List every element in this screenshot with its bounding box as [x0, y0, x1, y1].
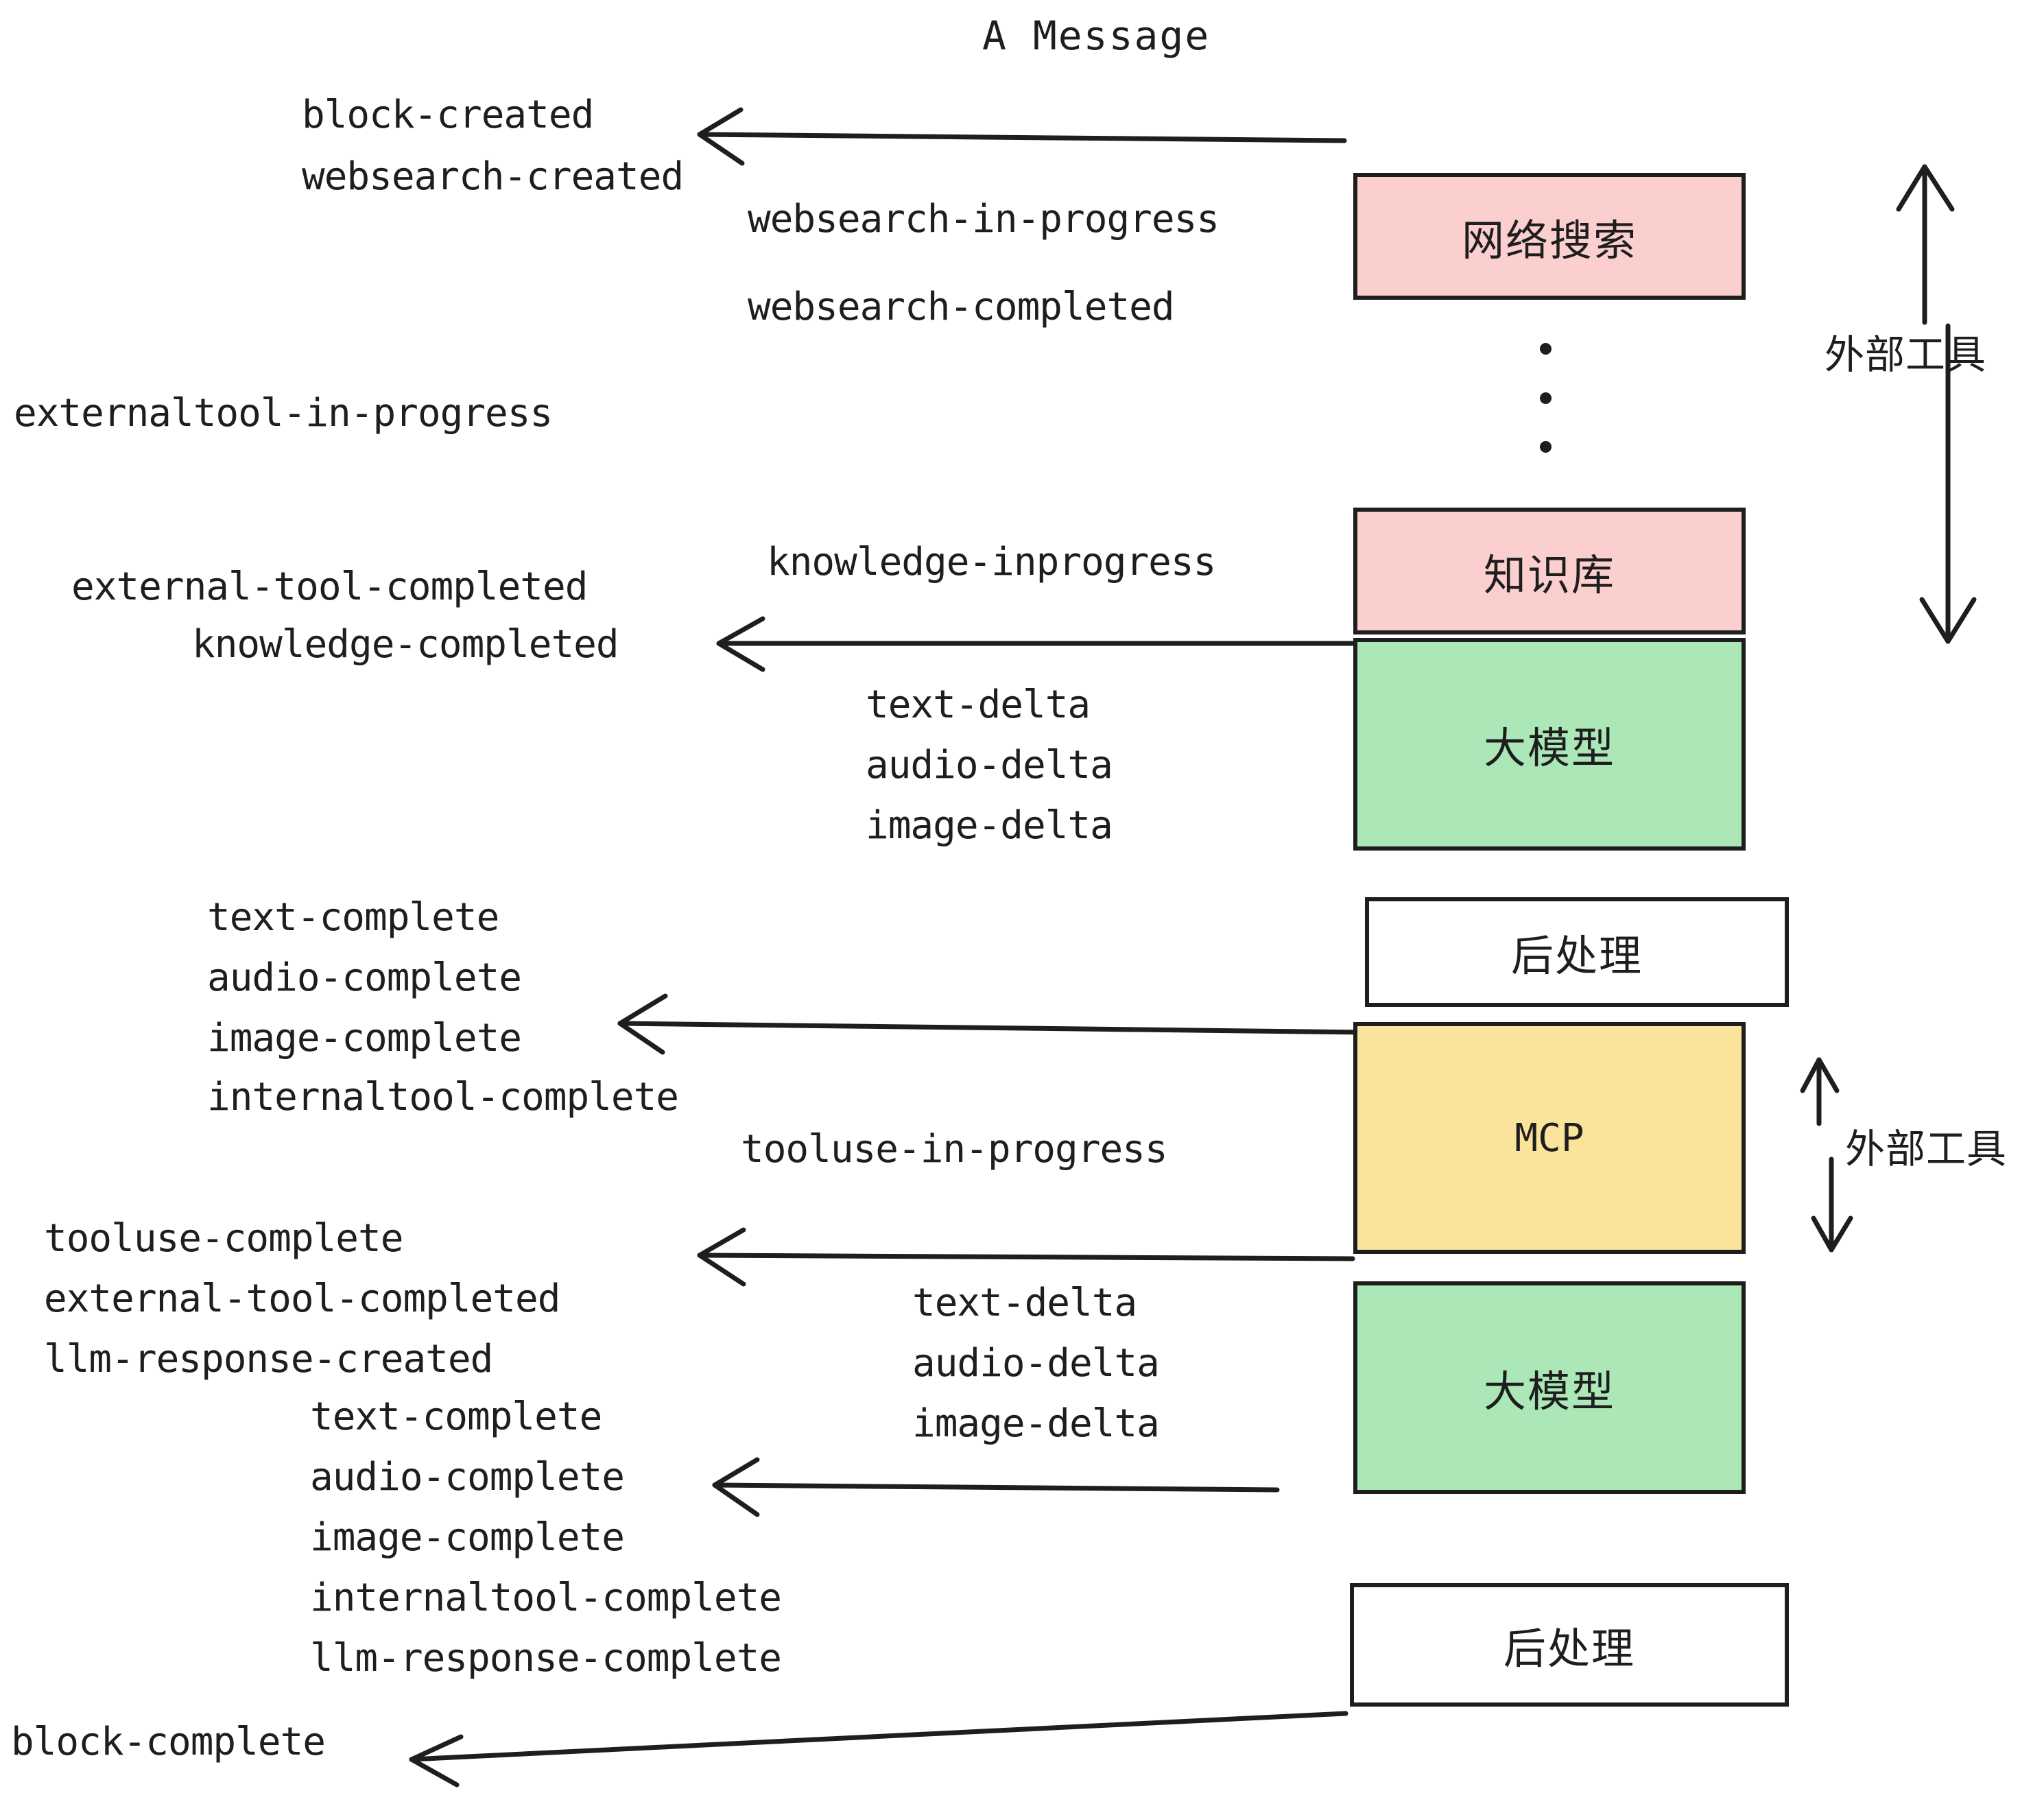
vertical-ellipsis-icon [1538, 343, 1552, 453]
event-label-text-complete-2: text-complete [310, 1394, 602, 1439]
node-label: 大模型 [1483, 723, 1615, 773]
event-label-internaltool-complete-2: internaltool-complete [310, 1576, 782, 1620]
event-label-external-tool-completed-1: external-tool-completed [71, 565, 588, 609]
event-label-image-complete-2: image-complete [310, 1515, 625, 1560]
event-label-websearch-in-progress: websearch-in-progress [748, 197, 1220, 241]
ellipsis-dot [1539, 343, 1552, 355]
node-label: 网络搜索 [1461, 215, 1637, 265]
node-label: MCP [1514, 1115, 1584, 1161]
node-label: 大模型 [1483, 1366, 1615, 1416]
ellipsis-dot [1539, 441, 1552, 453]
event-label-image-complete-1: image-complete [207, 1016, 522, 1060]
event-label-knowledge-completed: knowledge-completed [192, 622, 619, 667]
event-label-image-delta-1: image-delta [866, 803, 1113, 848]
event-label-llm-response-complete: llm-response-complete [310, 1636, 782, 1681]
event-label-block-complete: block-complete [11, 1720, 326, 1764]
side-label-external-tool-bottom: 外部工具 [1845, 1126, 2008, 1172]
node-label: 后处理 [1503, 1624, 1635, 1674]
event-label-websearch-created: websearch-created [302, 154, 684, 199]
event-label-audio-complete-2: audio-complete [310, 1455, 625, 1499]
event-label-text-delta-2: text-delta [912, 1281, 1137, 1325]
event-label-text-complete-1: text-complete [207, 895, 499, 940]
node-llm-second[interactable]: 大模型 [1353, 1281, 1746, 1494]
page-title: A Message [982, 12, 1211, 59]
node-label: 后处理 [1510, 931, 1643, 981]
event-label-audio-delta-2: audio-delta [912, 1341, 1160, 1386]
event-label-image-delta-2: image-delta [912, 1401, 1160, 1446]
event-label-external-tool-completed-2: external-tool-completed [44, 1277, 560, 1321]
event-label-internaltool-complete-1: internaltool-complete [207, 1075, 679, 1119]
node-knowledge-base[interactable]: 知识库 [1353, 508, 1746, 634]
event-label-externaltool-in-progress: externaltool-in-progress [14, 391, 553, 436]
event-label-text-delta-1: text-delta [866, 683, 1091, 727]
node-postprocess-first[interactable]: 后处理 [1365, 897, 1789, 1007]
event-label-audio-complete-1: audio-complete [207, 956, 522, 1000]
event-label-llm-response-created: llm-response-created [44, 1337, 493, 1381]
node-label: 知识库 [1483, 549, 1615, 600]
node-websearch[interactable]: 网络搜索 [1353, 173, 1746, 300]
event-label-audio-delta-1: audio-delta [866, 743, 1113, 787]
event-label-websearch-completed: websearch-completed [748, 285, 1175, 329]
node-llm-first[interactable]: 大模型 [1353, 638, 1746, 851]
side-label-external-tool-top: 外部工具 [1825, 331, 1987, 378]
event-label-knowledge-inprogress: knowledge-inprogress [767, 540, 1216, 584]
event-label-block-created: block-created [302, 93, 594, 137]
event-label-tooluse-in-progress: tooluse-in-progress [741, 1127, 1168, 1172]
node-postprocess-second[interactable]: 后处理 [1350, 1583, 1789, 1707]
ellipsis-dot [1539, 392, 1552, 404]
node-mcp[interactable]: MCP [1353, 1022, 1746, 1254]
event-label-tooluse-complete: tooluse-complete [44, 1216, 403, 1261]
